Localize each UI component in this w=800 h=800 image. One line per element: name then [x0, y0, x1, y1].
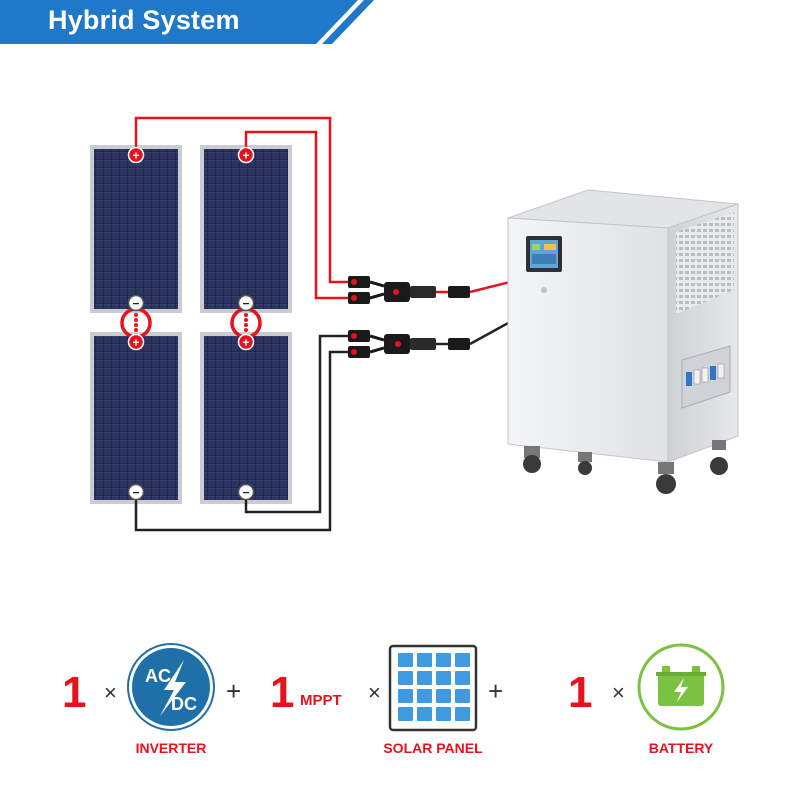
solar-panel-quantity: 1: [270, 668, 295, 717]
battery-icon: [637, 643, 725, 731]
ac-dc-inverter-icon: AC DC: [127, 643, 215, 731]
battery-label: BATTERY: [648, 740, 714, 756]
svg-text:−: −: [242, 486, 249, 500]
inverter-label: INVERTER: [135, 740, 207, 756]
svg-text:+: +: [242, 149, 249, 163]
terminal-negative: −: [237, 483, 255, 501]
svg-text:+: +: [132, 336, 139, 350]
svg-text:AC: AC: [145, 666, 171, 686]
wiring-diagram: + + − − + + − −: [90, 116, 739, 532]
mc4-connector-positive: [348, 276, 470, 304]
battery-quantity: 1: [568, 668, 593, 717]
inverter-quantity: 1: [62, 668, 87, 717]
solar-panel-icon: [388, 644, 478, 732]
solar-panel-top-left: [90, 145, 182, 313]
component-equation: 1 × AC DC + INVERTER 1 MPPT × + SOLAR PA…: [0, 630, 800, 770]
negative-wires: [134, 320, 511, 532]
mppt-label: MPPT: [300, 692, 342, 709]
mc4-connector-negative: [348, 330, 470, 358]
times-sign: ×: [612, 680, 625, 705]
svg-text:+: +: [242, 336, 249, 350]
terminal-positive: +: [127, 333, 145, 351]
terminal-negative: −: [127, 483, 145, 501]
times-sign: ×: [368, 680, 381, 705]
svg-text:−: −: [132, 297, 139, 311]
solar-panel-bottom-right: [200, 332, 292, 504]
solar-panel-label: SOLAR PANEL: [383, 740, 483, 756]
times-sign: ×: [104, 680, 117, 705]
terminal-positive: +: [237, 333, 255, 351]
terminal-positive: +: [127, 146, 145, 164]
positive-wires: [134, 116, 511, 300]
plus-sign: +: [488, 676, 504, 706]
svg-text:−: −: [242, 297, 249, 311]
svg-text:DC: DC: [171, 694, 197, 714]
hybrid-inverter-cabinet: [507, 189, 739, 494]
solar-panel-top-right: [200, 145, 292, 313]
terminal-negative: −: [127, 294, 145, 312]
title-banner: [0, 0, 374, 44]
svg-text:+: +: [132, 149, 139, 163]
solar-panel-bottom-left: [90, 332, 182, 504]
page-title: Hybrid System: [48, 5, 240, 35]
terminal-negative: −: [237, 294, 255, 312]
terminal-positive: +: [237, 146, 255, 164]
svg-text:−: −: [132, 486, 139, 500]
plus-sign: +: [226, 676, 242, 706]
